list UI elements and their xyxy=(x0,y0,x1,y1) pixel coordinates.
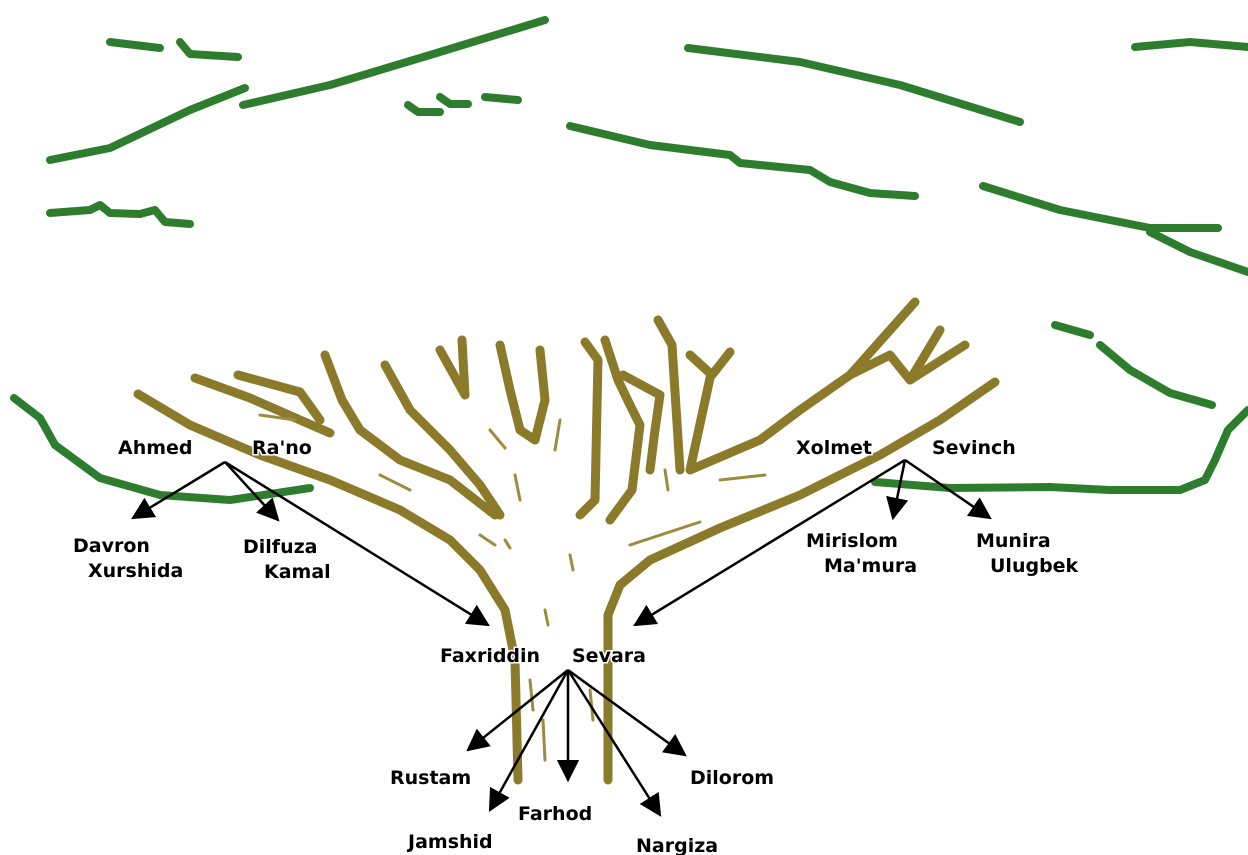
foliage-stroke xyxy=(570,126,915,196)
branch xyxy=(440,340,465,395)
arrow-parents-to-jamshid xyxy=(490,670,568,810)
branch xyxy=(580,342,598,515)
foliage-stroke xyxy=(688,48,1020,122)
relationship-arrows xyxy=(133,460,990,815)
foliage-stroke xyxy=(1135,42,1248,47)
twig xyxy=(515,475,520,500)
foliage-stroke xyxy=(243,20,545,105)
name-xolmet: Xolmet xyxy=(796,437,872,459)
twig xyxy=(480,535,495,545)
twig xyxy=(545,610,548,625)
arrow-xolmet-sevinch-to-mirislom-mamura xyxy=(893,460,905,518)
name-dilfuza: Dilfuza xyxy=(243,536,317,558)
foliage-stroke xyxy=(1150,232,1248,272)
name-davron: Davron xyxy=(73,535,150,557)
branch xyxy=(605,340,640,520)
foliage-stroke xyxy=(1100,345,1212,405)
arrow-parents-to-nargiza xyxy=(568,670,660,815)
name-faxriddin: Faxriddin xyxy=(440,645,540,667)
name-rustam: Rustam xyxy=(390,767,471,789)
name-dilorom: Dilorom xyxy=(690,767,774,789)
name-sevinch: Sevinch xyxy=(932,437,1016,459)
branch xyxy=(385,365,500,515)
foliage-stroke xyxy=(180,42,238,57)
foliage-stroke xyxy=(983,186,1218,228)
name-kamal: Kamal xyxy=(264,561,331,583)
name-xurshida: Xurshida xyxy=(88,560,183,582)
name-ulugbek: Ulugbek xyxy=(990,555,1079,577)
branch xyxy=(690,352,730,375)
twig xyxy=(530,680,533,710)
name-jamshid: Jamshid xyxy=(406,831,493,853)
twig xyxy=(490,430,505,448)
foliage-stroke xyxy=(110,42,160,48)
foliage-stroke xyxy=(485,97,518,100)
twig xyxy=(720,475,765,480)
twig xyxy=(555,420,560,450)
name-rano: Ra'no xyxy=(252,437,312,459)
arrow-parents-to-dilorom xyxy=(568,670,685,755)
name-sevara: Sevara xyxy=(572,645,646,667)
name-munira: Munira xyxy=(976,530,1051,552)
foliage-stroke xyxy=(50,88,245,160)
twig xyxy=(665,470,668,490)
foliage-stroke xyxy=(50,205,190,224)
twig xyxy=(570,555,573,570)
foliage-stroke xyxy=(440,97,468,104)
trunk-left-edge xyxy=(138,394,518,780)
foliage-stroke xyxy=(1055,325,1090,335)
branch xyxy=(500,345,545,440)
name-mirislom: Mirislom xyxy=(806,530,898,552)
name-farhod: Farhod xyxy=(518,803,592,825)
twig xyxy=(380,475,410,490)
twig xyxy=(543,720,545,760)
name-mamura: Ma'mura xyxy=(824,555,917,577)
name-ahmed: Ahmed xyxy=(118,437,193,459)
foliage-stroke xyxy=(408,105,440,112)
twig xyxy=(505,540,510,548)
name-nargiza: Nargiza xyxy=(636,835,718,855)
